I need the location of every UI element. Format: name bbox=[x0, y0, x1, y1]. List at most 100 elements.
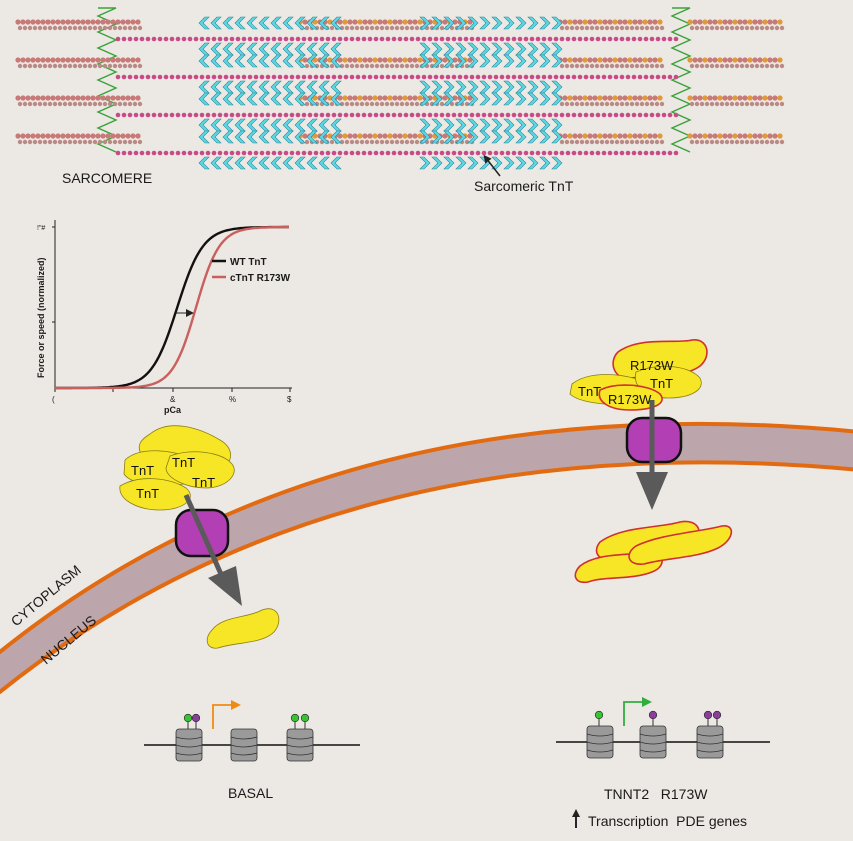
thin-filament-bead bbox=[75, 57, 81, 63]
thin-filament-bead bbox=[112, 101, 118, 107]
thin-filament-bead bbox=[607, 133, 613, 139]
thick-filament-bead bbox=[199, 150, 205, 156]
thick-filament-bead bbox=[199, 36, 205, 42]
thin-filament-bead bbox=[642, 133, 648, 139]
thin-filament-bead bbox=[304, 139, 310, 145]
thick-filament-bead bbox=[637, 112, 643, 118]
thin-filament-bead bbox=[734, 25, 740, 31]
thick-filament-bead bbox=[577, 36, 583, 42]
myosin-head bbox=[455, 80, 467, 94]
thin-filament-bead bbox=[649, 139, 655, 145]
thick-filament-bead bbox=[463, 150, 469, 156]
thin-filament-bead bbox=[712, 57, 718, 63]
myosin-head bbox=[234, 156, 246, 170]
thin-filament-bead bbox=[697, 133, 703, 139]
thin-filament-bead bbox=[639, 101, 645, 107]
thin-filament-bead bbox=[352, 19, 358, 25]
thin-filament-bead bbox=[354, 63, 360, 69]
thin-filament-bead bbox=[752, 95, 758, 101]
nucleosome bbox=[639, 725, 667, 759]
thin-filament-bead bbox=[394, 63, 400, 69]
thick-filament-bead bbox=[307, 112, 313, 118]
thick-filament-bead bbox=[241, 112, 247, 118]
thin-filament-bead bbox=[112, 63, 118, 69]
thick-filament-bead bbox=[169, 112, 175, 118]
thin-filament-bead bbox=[737, 95, 743, 101]
thin-filament-bead bbox=[559, 101, 565, 107]
nucleosome bbox=[175, 728, 203, 762]
thick-filament-bead bbox=[133, 150, 139, 156]
myosin-head bbox=[234, 42, 246, 56]
thin-filament-bead bbox=[769, 139, 775, 145]
thin-filament-bead bbox=[302, 19, 308, 25]
thin-filament-bead bbox=[389, 101, 395, 107]
thin-filament-bead bbox=[564, 63, 570, 69]
thick-filament-bead bbox=[259, 150, 265, 156]
thick-filament-bead bbox=[631, 74, 637, 80]
thin-filament-bead bbox=[77, 101, 83, 107]
myosin-head bbox=[198, 16, 210, 30]
thin-filament-bead bbox=[774, 139, 780, 145]
thick-filament-bead bbox=[331, 150, 337, 156]
thick-filament-bead bbox=[361, 150, 367, 156]
thin-filament-bead bbox=[417, 133, 423, 139]
thick-filament-bead bbox=[187, 112, 193, 118]
thin-filament-bead bbox=[742, 133, 748, 139]
thin-filament-bead bbox=[52, 25, 58, 31]
thin-filament-bead bbox=[657, 19, 663, 25]
myosin-head bbox=[318, 156, 330, 170]
myosin-head bbox=[443, 130, 455, 144]
thin-filament-bead bbox=[115, 57, 121, 63]
thin-filament-bead bbox=[125, 133, 131, 139]
thick-filament-bead bbox=[343, 150, 349, 156]
thin-filament-bead bbox=[392, 19, 398, 25]
thick-filament-bead bbox=[493, 150, 499, 156]
thin-filament-bead bbox=[354, 101, 360, 107]
myosin-head bbox=[491, 16, 503, 30]
thick-filament-bead bbox=[643, 150, 649, 156]
histone-mark bbox=[191, 713, 201, 723]
myosin-head bbox=[467, 42, 479, 56]
myosin-head bbox=[246, 54, 258, 68]
myosin-head bbox=[258, 54, 270, 68]
thin-filament-bead bbox=[72, 25, 78, 31]
thick-filament-bead bbox=[463, 112, 469, 118]
thick-filament-bead bbox=[181, 150, 187, 156]
thin-filament-bead bbox=[57, 25, 63, 31]
thin-filament-bead bbox=[125, 19, 131, 25]
thin-filament-bead bbox=[67, 25, 73, 31]
thin-filament-bead bbox=[110, 95, 116, 101]
thick-filament-bead bbox=[151, 36, 157, 42]
thin-filament-bead bbox=[724, 101, 730, 107]
histone-mark bbox=[290, 713, 300, 723]
thin-filament-bead bbox=[699, 25, 705, 31]
thin-filament-bead bbox=[70, 95, 76, 101]
thick-filament-bead bbox=[385, 112, 391, 118]
thin-filament-bead bbox=[559, 139, 565, 145]
myosin-head bbox=[282, 118, 294, 132]
thick-filament-bead bbox=[541, 74, 547, 80]
thick-filament-bead bbox=[403, 74, 409, 80]
thick-filament-bead bbox=[571, 36, 577, 42]
myosin-head bbox=[539, 92, 551, 106]
thin-filament-bead bbox=[110, 57, 116, 63]
sarcomere-diagram bbox=[15, 7, 785, 170]
thin-filament-bead bbox=[100, 57, 106, 63]
thin-filament-bead bbox=[22, 139, 28, 145]
thick-filament-bead bbox=[619, 150, 625, 156]
thick-filament-bead bbox=[445, 36, 451, 42]
thick-filament-bead bbox=[379, 36, 385, 42]
myosin-head bbox=[294, 16, 306, 30]
thin-filament-bead bbox=[15, 133, 21, 139]
thick-filament-bead bbox=[499, 36, 505, 42]
thick-filament-bead bbox=[205, 112, 211, 118]
thin-filament-bead bbox=[30, 95, 36, 101]
thick-filament-bead bbox=[331, 36, 337, 42]
thick-filament-bead bbox=[247, 150, 253, 156]
thin-filament-bead bbox=[40, 133, 46, 139]
thin-filament-bead bbox=[399, 101, 405, 107]
thin-filament-bead bbox=[377, 19, 383, 25]
thick-filament-bead bbox=[253, 150, 259, 156]
thin-filament-bead bbox=[754, 63, 760, 69]
